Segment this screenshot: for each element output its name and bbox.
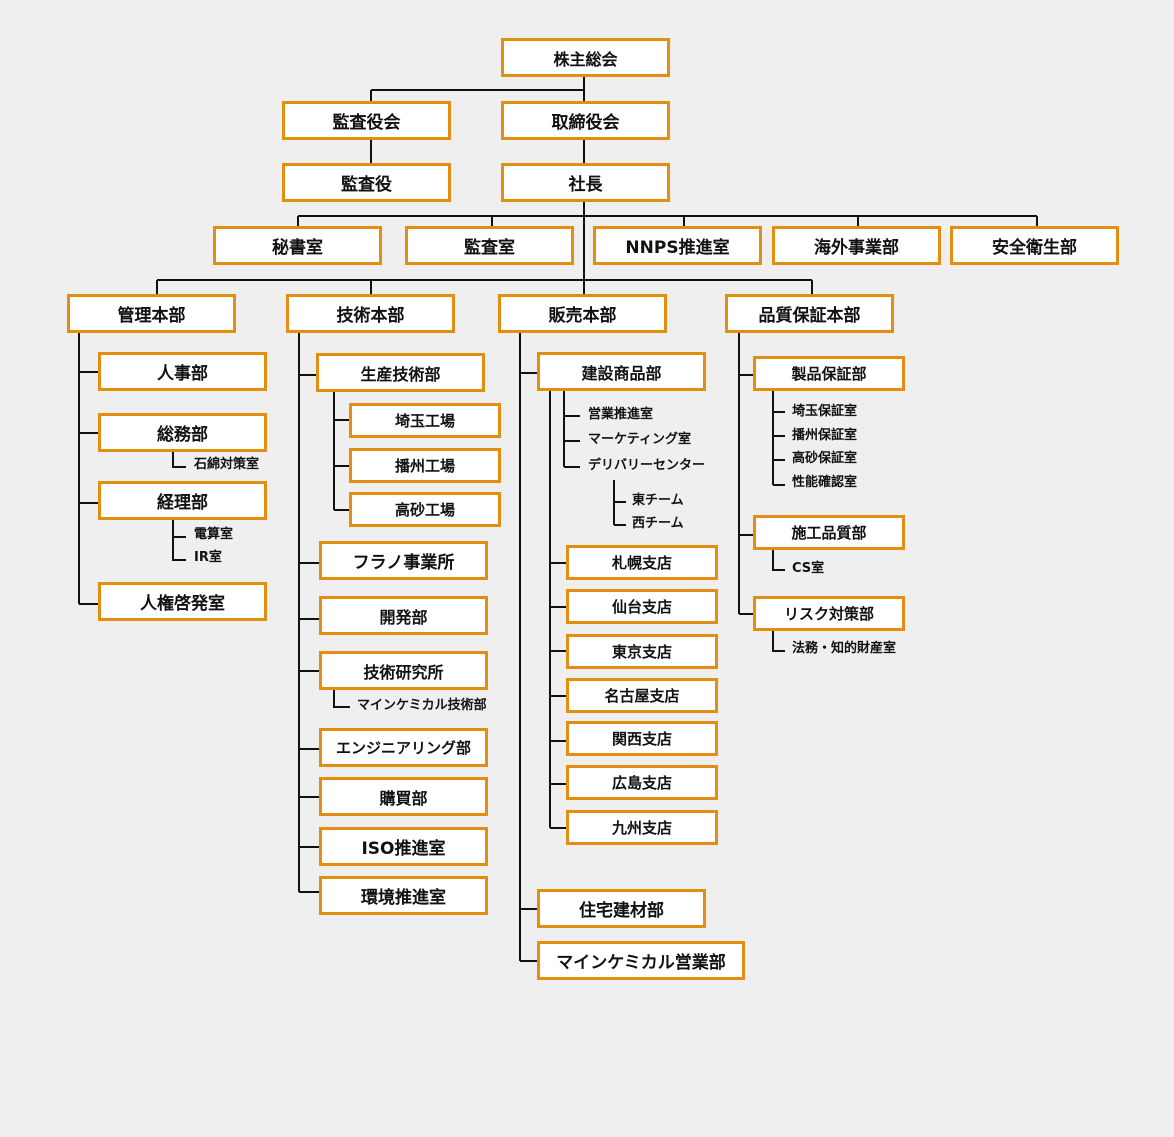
label-harima-qa: 播州保証室 [792, 428, 858, 443]
box-product-qa: 製品保証部 [753, 356, 905, 391]
box-auditor: 監査役 [282, 163, 451, 202]
box-takasago-plant: 高砂工場 [349, 492, 501, 527]
box-kansai-branch: 関西支店 [566, 721, 718, 756]
label-mine-tech: マインケミカル技術部 [357, 698, 487, 713]
label-west-team: 西チーム [632, 516, 684, 531]
box-hr: 人事部 [98, 352, 267, 391]
box-engineering: エンジニアリング部 [319, 728, 488, 767]
box-hiroshima-branch: 広島支店 [566, 765, 718, 800]
label-legal-ip: 法務・知的財産室 [792, 641, 897, 656]
label-east-team: 東チーム [632, 493, 684, 508]
label-asbestos: 石綿対策室 [194, 457, 260, 472]
box-nnps: NNPS推進室 [593, 226, 762, 265]
box-risk: リスク対策部 [753, 596, 905, 631]
label-computing: 電算室 [194, 527, 234, 542]
box-mine-chemical-sales: マインケミカル営業部 [537, 941, 745, 980]
label-marketing: マーケティング室 [588, 432, 691, 447]
box-sapporo-branch: 札幌支店 [566, 545, 718, 580]
box-nagoya-branch: 名古屋支店 [566, 678, 718, 713]
label-takasago-qa: 高砂保証室 [792, 451, 858, 466]
box-harima-plant: 播州工場 [349, 448, 501, 483]
box-shareholders: 株主総会 [501, 38, 670, 77]
box-tokyo-branch: 東京支店 [566, 634, 718, 669]
box-sendai-branch: 仙台支店 [566, 589, 718, 624]
label-sales-promotion: 営業推進室 [588, 407, 654, 422]
label-cs: CS室 [792, 561, 825, 576]
box-housing-materials: 住宅建材部 [537, 889, 706, 928]
box-overseas: 海外事業部 [772, 226, 941, 265]
box-construction-quality: 施工品質部 [753, 515, 905, 550]
box-environment: 環境推進室 [319, 876, 488, 915]
box-audit-office: 監査室 [405, 226, 574, 265]
box-admin-hq: 管理本部 [67, 294, 236, 333]
label-performance: 性能確認室 [792, 475, 858, 490]
box-research: 技術研究所 [319, 651, 488, 690]
label-delivery-center: デリバリーセンター [588, 458, 706, 473]
box-general-affairs: 総務部 [98, 413, 267, 452]
label-ir: IR室 [194, 550, 222, 565]
box-accounting: 経理部 [98, 481, 267, 520]
box-production-tech: 生産技術部 [316, 353, 485, 392]
box-construction-products: 建設商品部 [537, 352, 706, 391]
box-president: 社長 [501, 163, 670, 202]
box-purchasing: 購買部 [319, 777, 488, 816]
box-tech-hq: 技術本部 [286, 294, 455, 333]
box-saitama-plant: 埼玉工場 [349, 403, 501, 438]
box-iso: ISO推進室 [319, 827, 488, 866]
box-audit-board: 監査役会 [282, 101, 451, 140]
box-quality-hq: 品質保証本部 [725, 294, 894, 333]
box-kyushu-branch: 九州支店 [566, 810, 718, 845]
box-board: 取締役会 [501, 101, 670, 140]
box-secretary: 秘書室 [213, 226, 382, 265]
box-development: 開発部 [319, 596, 488, 635]
box-sales-hq: 販売本部 [498, 294, 667, 333]
box-furano: フラノ事業所 [319, 541, 488, 580]
box-human-rights: 人権啓発室 [98, 582, 267, 621]
box-safety: 安全衛生部 [950, 226, 1119, 265]
label-saitama-qa: 埼玉保証室 [792, 404, 858, 419]
